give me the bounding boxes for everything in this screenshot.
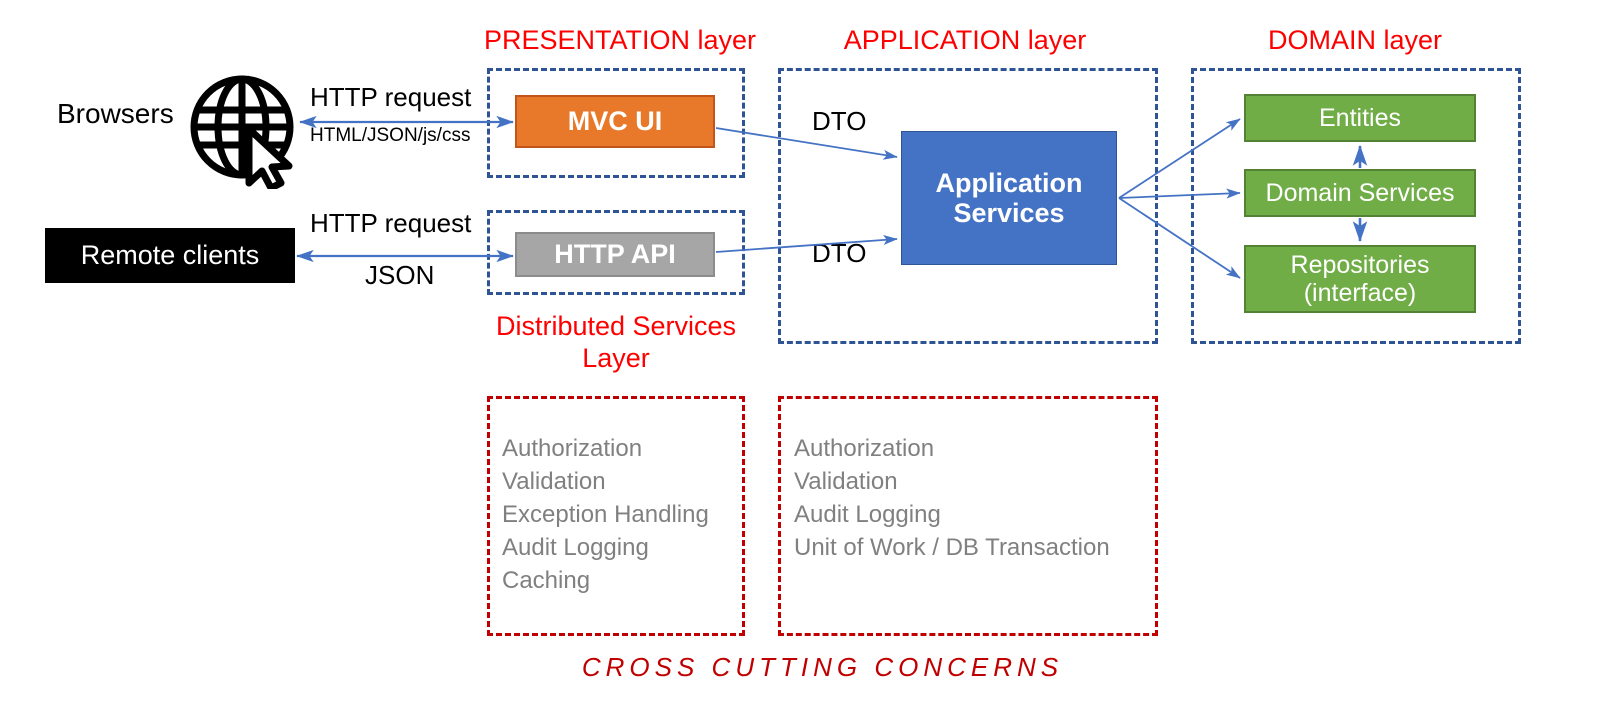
domain-layer-title: DOMAIN layer [1267, 25, 1443, 55]
presentation-layer-title: PRESENTATION layer [483, 25, 757, 55]
remote-clients-box: Remote clients [45, 228, 295, 283]
application-concerns-container [778, 396, 1158, 636]
application-services-box[interactable]: Application Services [901, 131, 1117, 265]
distributed-services-layer-title: Distributed Services Layer [495, 311, 737, 373]
distributed-services-concerns-list: Authorization Validation Exception Handl… [502, 435, 709, 594]
http-api-box[interactable]: HTTP API [515, 232, 715, 277]
domain-services-box[interactable]: Domain Services [1244, 169, 1476, 217]
dto-top-label: DTO [812, 106, 867, 136]
distributed-services-concerns-container [487, 396, 745, 636]
entities-box[interactable]: Entities [1244, 94, 1476, 142]
remote-response-label: JSON [365, 260, 435, 290]
globe-cursor-icon [186, 67, 306, 192]
application-services-label: Application Services [935, 167, 1083, 228]
dto-bottom-label: DTO [812, 238, 867, 268]
browser-response-label: HTML/JSON/js/css [310, 125, 471, 146]
application-layer-title: APPLICATION layer [843, 25, 1087, 55]
mvc-ui-box[interactable]: MVC UI [515, 95, 715, 148]
cross-cutting-concerns-footer: CROSS CUTTING CONCERNS [581, 652, 1064, 682]
browsers-label: Browsers [57, 98, 174, 129]
remote-request-label: HTTP request [310, 208, 472, 238]
application-concerns-list: Authorization Validation Audit Logging U… [794, 435, 1110, 561]
browser-request-label: HTTP request [310, 82, 472, 112]
repositories-box[interactable]: Repositories (interface) [1244, 245, 1476, 313]
